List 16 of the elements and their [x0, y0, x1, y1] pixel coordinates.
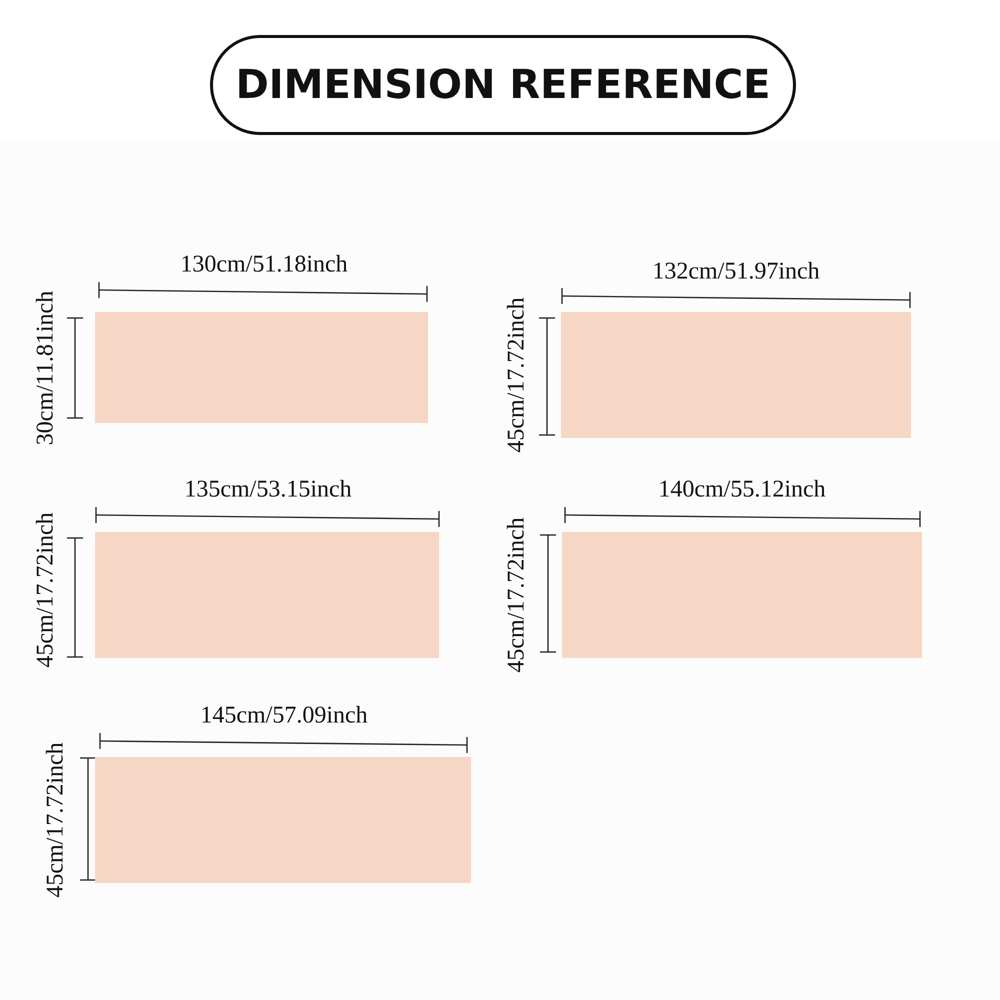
height-label: 30cm/11.81inch — [32, 290, 60, 446]
height-label: 45cm/17.72inch — [42, 742, 70, 898]
panel-rectangle — [561, 312, 911, 438]
height-label: 45cm/17.72inch — [32, 512, 60, 668]
panel-rectangle — [95, 757, 471, 883]
height-label: 45cm/17.72inch — [504, 517, 530, 673]
width-label: 135cm/53.15inch — [184, 476, 352, 504]
width-label: 145cm/57.09inch — [200, 702, 368, 730]
width-label: 130cm/51.18inch — [180, 252, 348, 278]
panel-rectangle — [95, 312, 428, 423]
panel-rectangle — [562, 532, 922, 658]
panel-rectangle — [95, 532, 439, 658]
title-banner: DIMENSION REFERENCE — [210, 35, 796, 135]
height-label: 45cm/17.72inch — [504, 297, 530, 453]
width-label: 140cm/55.12inch — [658, 476, 826, 504]
width-label: 132cm/51.97inch — [652, 258, 820, 286]
